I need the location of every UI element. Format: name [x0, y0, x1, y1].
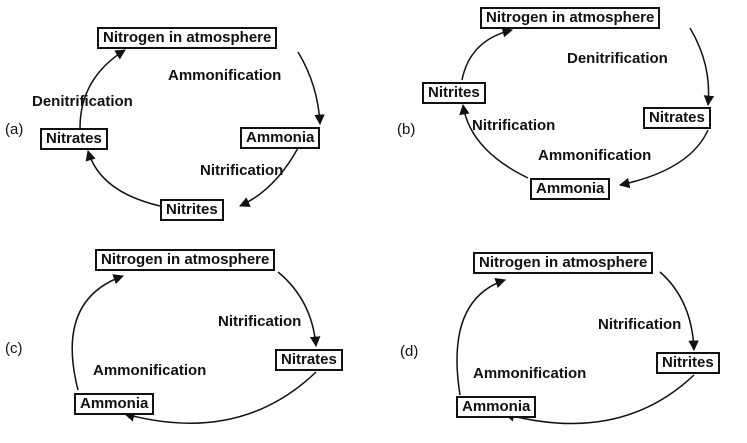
- arrow-a-right-to-bottom: [239, 147, 299, 207]
- box-d-nitrogen-atmosphere: Nitrogen in atmosphere: [473, 252, 654, 274]
- process-a-nitrification: Nitrification: [200, 162, 284, 179]
- box-d-ammonia: Ammonia: [456, 396, 537, 418]
- arrow-d-right-to-bottomleft: [503, 374, 695, 425]
- box-c-ammonia: Ammonia: [74, 393, 155, 415]
- box-c-nitrogen-atmosphere: Nitrogen in atmosphere: [95, 249, 276, 271]
- arrow-c-top-to-right: [277, 271, 321, 348]
- box-a-nitrates: Nitrates: [40, 128, 108, 150]
- process-c-ammonification: Ammonification: [93, 362, 207, 379]
- arrow-b-top-to-right: [689, 27, 715, 107]
- option-c-label: (c): [5, 340, 23, 357]
- arrow-c-bottomleft-to-top: [71, 274, 124, 391]
- arrow-a-bottom-to-left: [85, 149, 161, 207]
- process-d-ammonification: Ammonification: [473, 365, 587, 382]
- box-b-ammonia: Ammonia: [530, 178, 611, 200]
- arrow-a-top-to-right: [297, 51, 325, 126]
- process-d-nitrification: Nitrification: [598, 316, 682, 333]
- arrow-c-right-to-bottomleft: [123, 371, 317, 424]
- box-d-nitrites: Nitrites: [656, 352, 720, 374]
- box-b-nitrates: Nitrates: [643, 107, 711, 129]
- box-a-nitrogen-atmosphere: Nitrogen in atmosphere: [97, 27, 278, 49]
- arrow-a-left-to-top: [79, 49, 126, 129]
- arrow-b-bottom-to-left: [459, 103, 529, 179]
- box-a-nitrites: Nitrites: [160, 199, 224, 221]
- box-c-nitrates: Nitrates: [275, 349, 343, 371]
- box-b-nitrogen-atmosphere: Nitrogen in atmosphere: [480, 7, 661, 29]
- process-c-nitrification: Nitrification: [218, 313, 302, 330]
- option-a-label: (a): [5, 121, 24, 138]
- process-b-ammonification: Ammonification: [538, 147, 652, 164]
- process-a-ammonification: Ammonification: [168, 67, 282, 84]
- arrow-d-top-to-right: [659, 271, 699, 352]
- process-b-nitrification: Nitrification: [472, 117, 556, 134]
- arrow-d-bottomleft-to-top: [456, 278, 506, 396]
- box-a-ammonia: Ammonia: [240, 127, 321, 149]
- process-b-denitrification: Denitrification: [567, 50, 668, 67]
- option-d-label: (d): [400, 343, 419, 360]
- arrow-b-left-to-top: [461, 27, 514, 81]
- box-b-nitrites: Nitrites: [422, 82, 486, 104]
- process-a-denitrification: Denitrification: [32, 93, 133, 110]
- option-b-label: (b): [397, 121, 416, 138]
- arrow-b-right-to-bottom: [618, 129, 709, 189]
